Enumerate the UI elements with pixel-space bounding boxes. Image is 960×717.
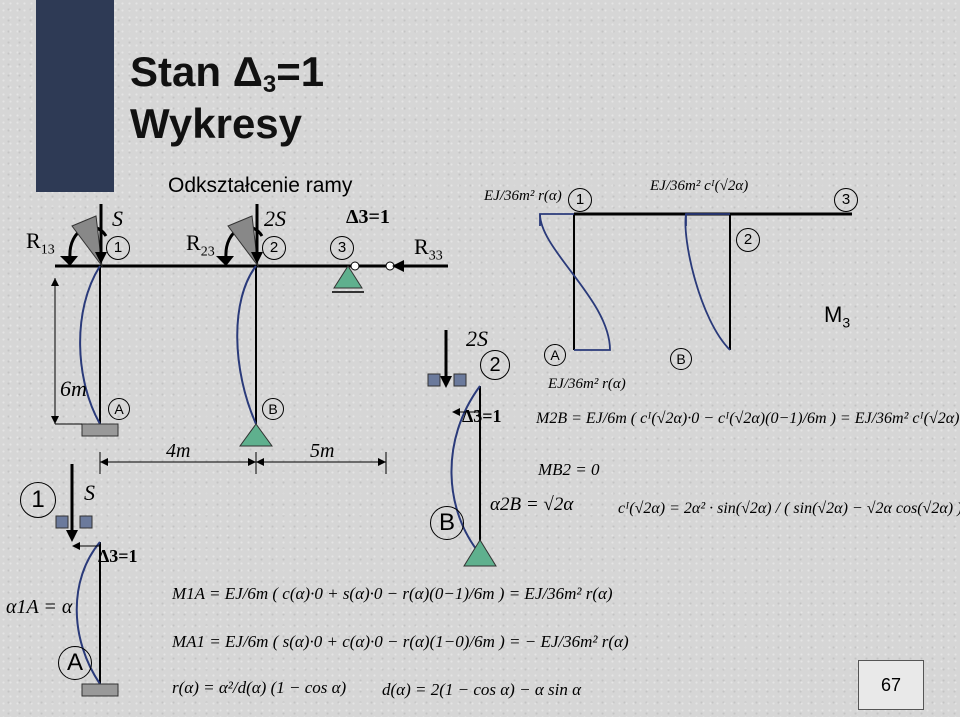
R33-letter: R — [414, 234, 429, 259]
moment-side-value: EJ/36m² r(α) — [548, 376, 626, 392]
equation-MB2: MB2 = 0 — [538, 460, 600, 479]
mid-pin-support-B — [463, 539, 497, 567]
fixed-support-A — [81, 423, 119, 437]
equation-MA1: MA1 = EJ/6m ( s(α)·0 + c(α)·0 − r(α)(1−0… — [172, 632, 629, 651]
reaction-arrowhead-R33 — [392, 260, 404, 272]
support-B-circle: B — [262, 398, 284, 420]
dim-arrow-r1 — [248, 458, 256, 466]
R33-sub: 33 — [428, 248, 443, 264]
detail-support-A-circle: A — [58, 646, 92, 680]
title-delta: Δ — [232, 48, 263, 95]
link-node — [350, 261, 360, 271]
detail-block-left — [55, 515, 69, 529]
moment-curve-A — [539, 213, 611, 351]
equation-M2B: M2B = EJ/6m ( cᴵ(√2α)·0 − cᴵ(√2α)(0−1)/6… — [536, 410, 960, 427]
moment-node-2-circle: 2 — [736, 228, 760, 252]
label-delta3-top: Δ3=1 — [346, 206, 390, 228]
label-span-4m: 4m — [166, 440, 191, 462]
moment-support-A-circle: A — [544, 344, 566, 366]
dim-arrow-top — [51, 278, 59, 286]
moment-top-right-value: EJ/36m² cᴵ(√2α) — [650, 178, 749, 194]
mid-label-delta3: Δ3=1 — [462, 406, 502, 426]
label-R13: R13 — [26, 228, 55, 258]
node-2-circle: 2 — [262, 236, 286, 260]
R13-sub: 13 — [40, 242, 55, 258]
label-2S: 2S — [264, 206, 286, 231]
diagram-label-M3: M3 — [824, 302, 851, 331]
support-A-circle: A — [108, 398, 130, 420]
title-eq: =1 — [276, 48, 325, 95]
roller-support-3 — [333, 265, 363, 289]
node-3-circle: 3 — [330, 236, 354, 260]
rotation-arrowhead-2 — [216, 256, 234, 266]
dim-arrow-l2 — [256, 458, 264, 466]
label-height-6m: 6m — [60, 376, 87, 401]
slide-title: Stan Δ3=1 — [130, 48, 324, 99]
deformed-column-A — [79, 265, 101, 425]
diagram-label-M3-sub: 3 — [842, 314, 851, 331]
moment-support-B-circle: B — [670, 348, 692, 370]
mid-block-right — [453, 373, 467, 387]
mid-alpha2B: α2B = √2α — [490, 494, 574, 515]
mid-deformed-B — [450, 385, 481, 555]
page-number: 67 — [858, 660, 924, 710]
detail-label-S: S — [84, 480, 95, 505]
label-span-5m: 5m — [310, 440, 335, 462]
lock-wedge-2 — [227, 215, 259, 268]
label-S: S — [112, 206, 123, 231]
pin-support-B — [239, 423, 273, 447]
slide-subtitle-wykresy: Wykresy — [130, 100, 303, 147]
moment-top-left-value: EJ/36m² r(α) — [484, 188, 562, 204]
title-delta-sub: 3 — [262, 71, 277, 98]
label-R33: R33 — [414, 234, 443, 264]
label-alpha1A: α1A = α — [6, 596, 73, 618]
detail-node-1-circle: 1 — [20, 482, 56, 518]
dim-arrow-bottom — [51, 416, 59, 424]
dim-arrow-r2 — [378, 458, 386, 466]
detail-force-arrowhead — [66, 530, 78, 542]
lock-wedge-1 — [71, 215, 103, 268]
mid-label-2S: 2S — [466, 326, 488, 351]
mid-node-2-circle: 2 — [480, 350, 510, 380]
detail-delta-arrow — [72, 542, 80, 550]
equation-r: r(α) = α²/d(α) (1 − cos α) — [172, 678, 347, 697]
moment-node-3-circle: 3 — [834, 188, 858, 212]
mid-force-arrowhead — [440, 376, 452, 388]
dim-arrow-l1 — [100, 458, 108, 466]
detail-block-right — [79, 515, 93, 529]
detail-fixed-support-A — [81, 683, 119, 697]
rotation-arrowhead-1 — [60, 256, 78, 266]
title-stan: Stan — [130, 48, 233, 95]
equation-cI: cᴵ(√2α) = 2α² · sin(√2α) / ( sin(√2α) − … — [618, 500, 960, 517]
deformed-column-B — [236, 265, 257, 425]
equation-M1A: M1A = EJ/6m ( c(α)·0 + s(α)·0 − r(α)(0−1… — [172, 584, 613, 603]
equation-d: d(α) = 2(1 − cos α) − α sin α — [382, 680, 582, 699]
moment-curve-B — [684, 213, 731, 351]
R23-sub: 23 — [200, 244, 215, 260]
mid-delta-arrow — [452, 408, 460, 416]
detail-label-delta3: Δ3=1 — [98, 546, 138, 566]
label-R23: R23 — [186, 230, 215, 260]
R13-letter: R — [26, 228, 41, 253]
force-arrowhead-S — [95, 252, 107, 264]
mid-block-left — [427, 373, 441, 387]
mid-support-B-circle: B — [430, 506, 464, 540]
decorative-sidebar-block — [36, 0, 114, 192]
force-arrowhead-2S — [251, 252, 263, 264]
moment-node-1-circle: 1 — [568, 188, 592, 212]
deformation-caption: Odkształcenie ramy — [168, 174, 353, 197]
node-1-circle: 1 — [106, 236, 130, 260]
R23-letter: R — [186, 230, 201, 255]
